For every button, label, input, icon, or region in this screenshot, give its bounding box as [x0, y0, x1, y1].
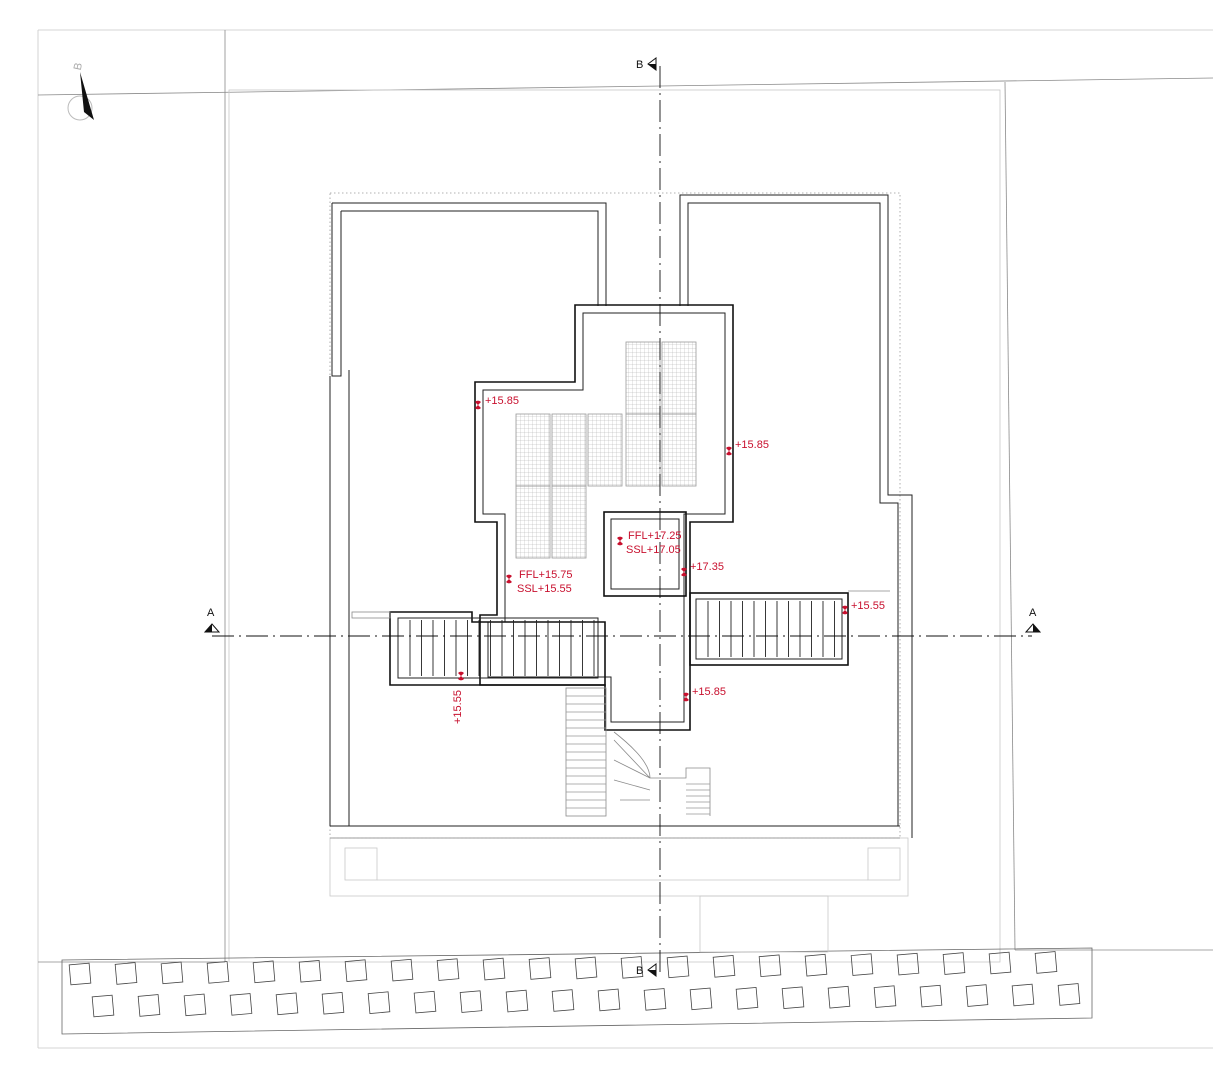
- level-marker: FFL+15.75 SSL+15.55: [506, 569, 573, 595]
- building-outline: [329, 192, 909, 953]
- pergola-slats: [707, 601, 835, 657]
- level-label: +15.85: [485, 395, 519, 407]
- pergola-right: [689, 590, 890, 666]
- stairs: [565, 687, 711, 817]
- level-marker: +15.85: [683, 686, 726, 702]
- north-label: B: [72, 62, 85, 72]
- level-marker: +15.85: [475, 395, 519, 410]
- parapet-walls: [329, 194, 913, 838]
- level-label: FFL+15.75: [519, 569, 573, 581]
- level-marker: +15.55: [842, 600, 885, 615]
- level-marker: +15.85: [726, 439, 769, 456]
- level-marker: +17.35: [681, 561, 724, 577]
- level-label: +15.55: [851, 600, 885, 612]
- north-arrow-icon: B: [67, 62, 94, 132]
- level-label: SSL+17.05: [626, 544, 681, 556]
- level-label: +15.85: [692, 686, 726, 698]
- level-marker: FFL+17.25 SSL+17.05: [617, 530, 682, 556]
- level-label: SSL+15.55: [517, 583, 572, 595]
- street-pavement: [61, 947, 1093, 1035]
- section-marker-a-left: A: [203, 607, 221, 633]
- pergola-left: [351, 611, 606, 686]
- section-label: A: [1029, 607, 1037, 619]
- section-label: B: [636, 965, 643, 977]
- section-marker-b-bottom: B: [636, 963, 657, 977]
- drawing-frame: [37, 29, 1213, 1049]
- section-label: B: [636, 59, 643, 71]
- paver-pattern: [68, 951, 1081, 1018]
- level-label: +15.85: [735, 439, 769, 451]
- section-marker-b-top: B: [636, 57, 657, 71]
- pergola-slats: [409, 620, 595, 676]
- level-label: FFL+17.25: [628, 530, 682, 542]
- section-marker-a-right: A: [1024, 607, 1042, 633]
- solar-panels: [515, 341, 697, 559]
- level-label: +15.55: [452, 690, 464, 724]
- section-label: A: [207, 607, 215, 619]
- site-boundary: [37, 30, 1213, 963]
- level-marker: +15.55: [452, 671, 464, 724]
- level-label: +17.35: [690, 561, 724, 573]
